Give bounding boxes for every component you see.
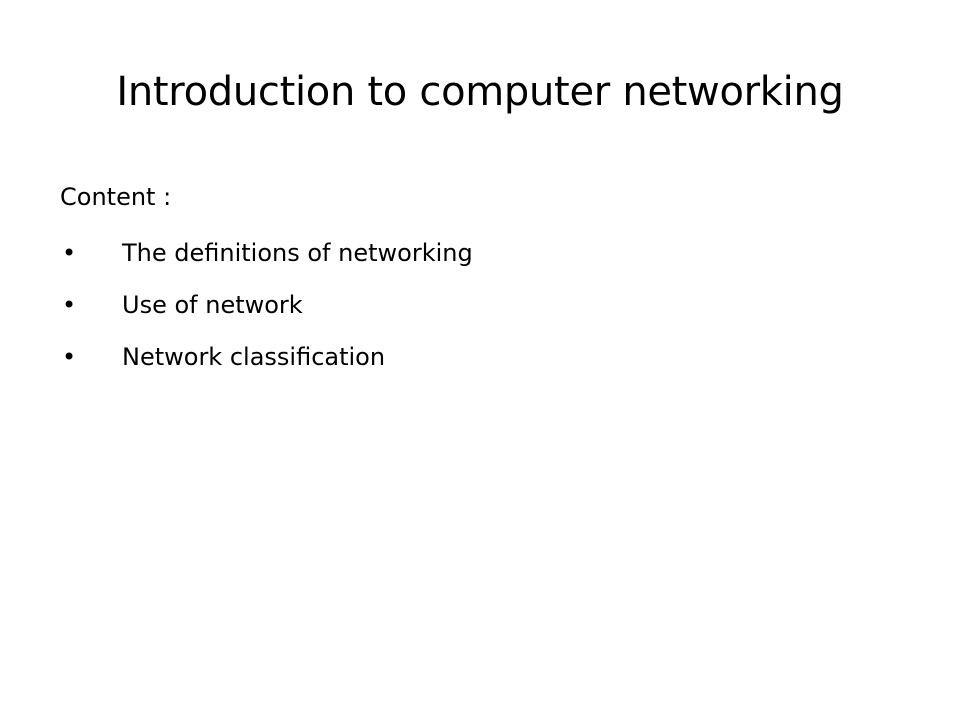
content-label: Content : — [60, 183, 172, 211]
bullet-icon: • — [62, 291, 77, 319]
bullet-text: Use of network — [122, 291, 303, 319]
bullet-text: Network classification — [122, 343, 386, 371]
bullet-text: The definitions of networking — [122, 239, 473, 267]
bullet-icon: • — [62, 239, 77, 267]
bullet-icon: • — [62, 343, 77, 371]
slide-title: Introduction to computer networking — [116, 69, 844, 115]
